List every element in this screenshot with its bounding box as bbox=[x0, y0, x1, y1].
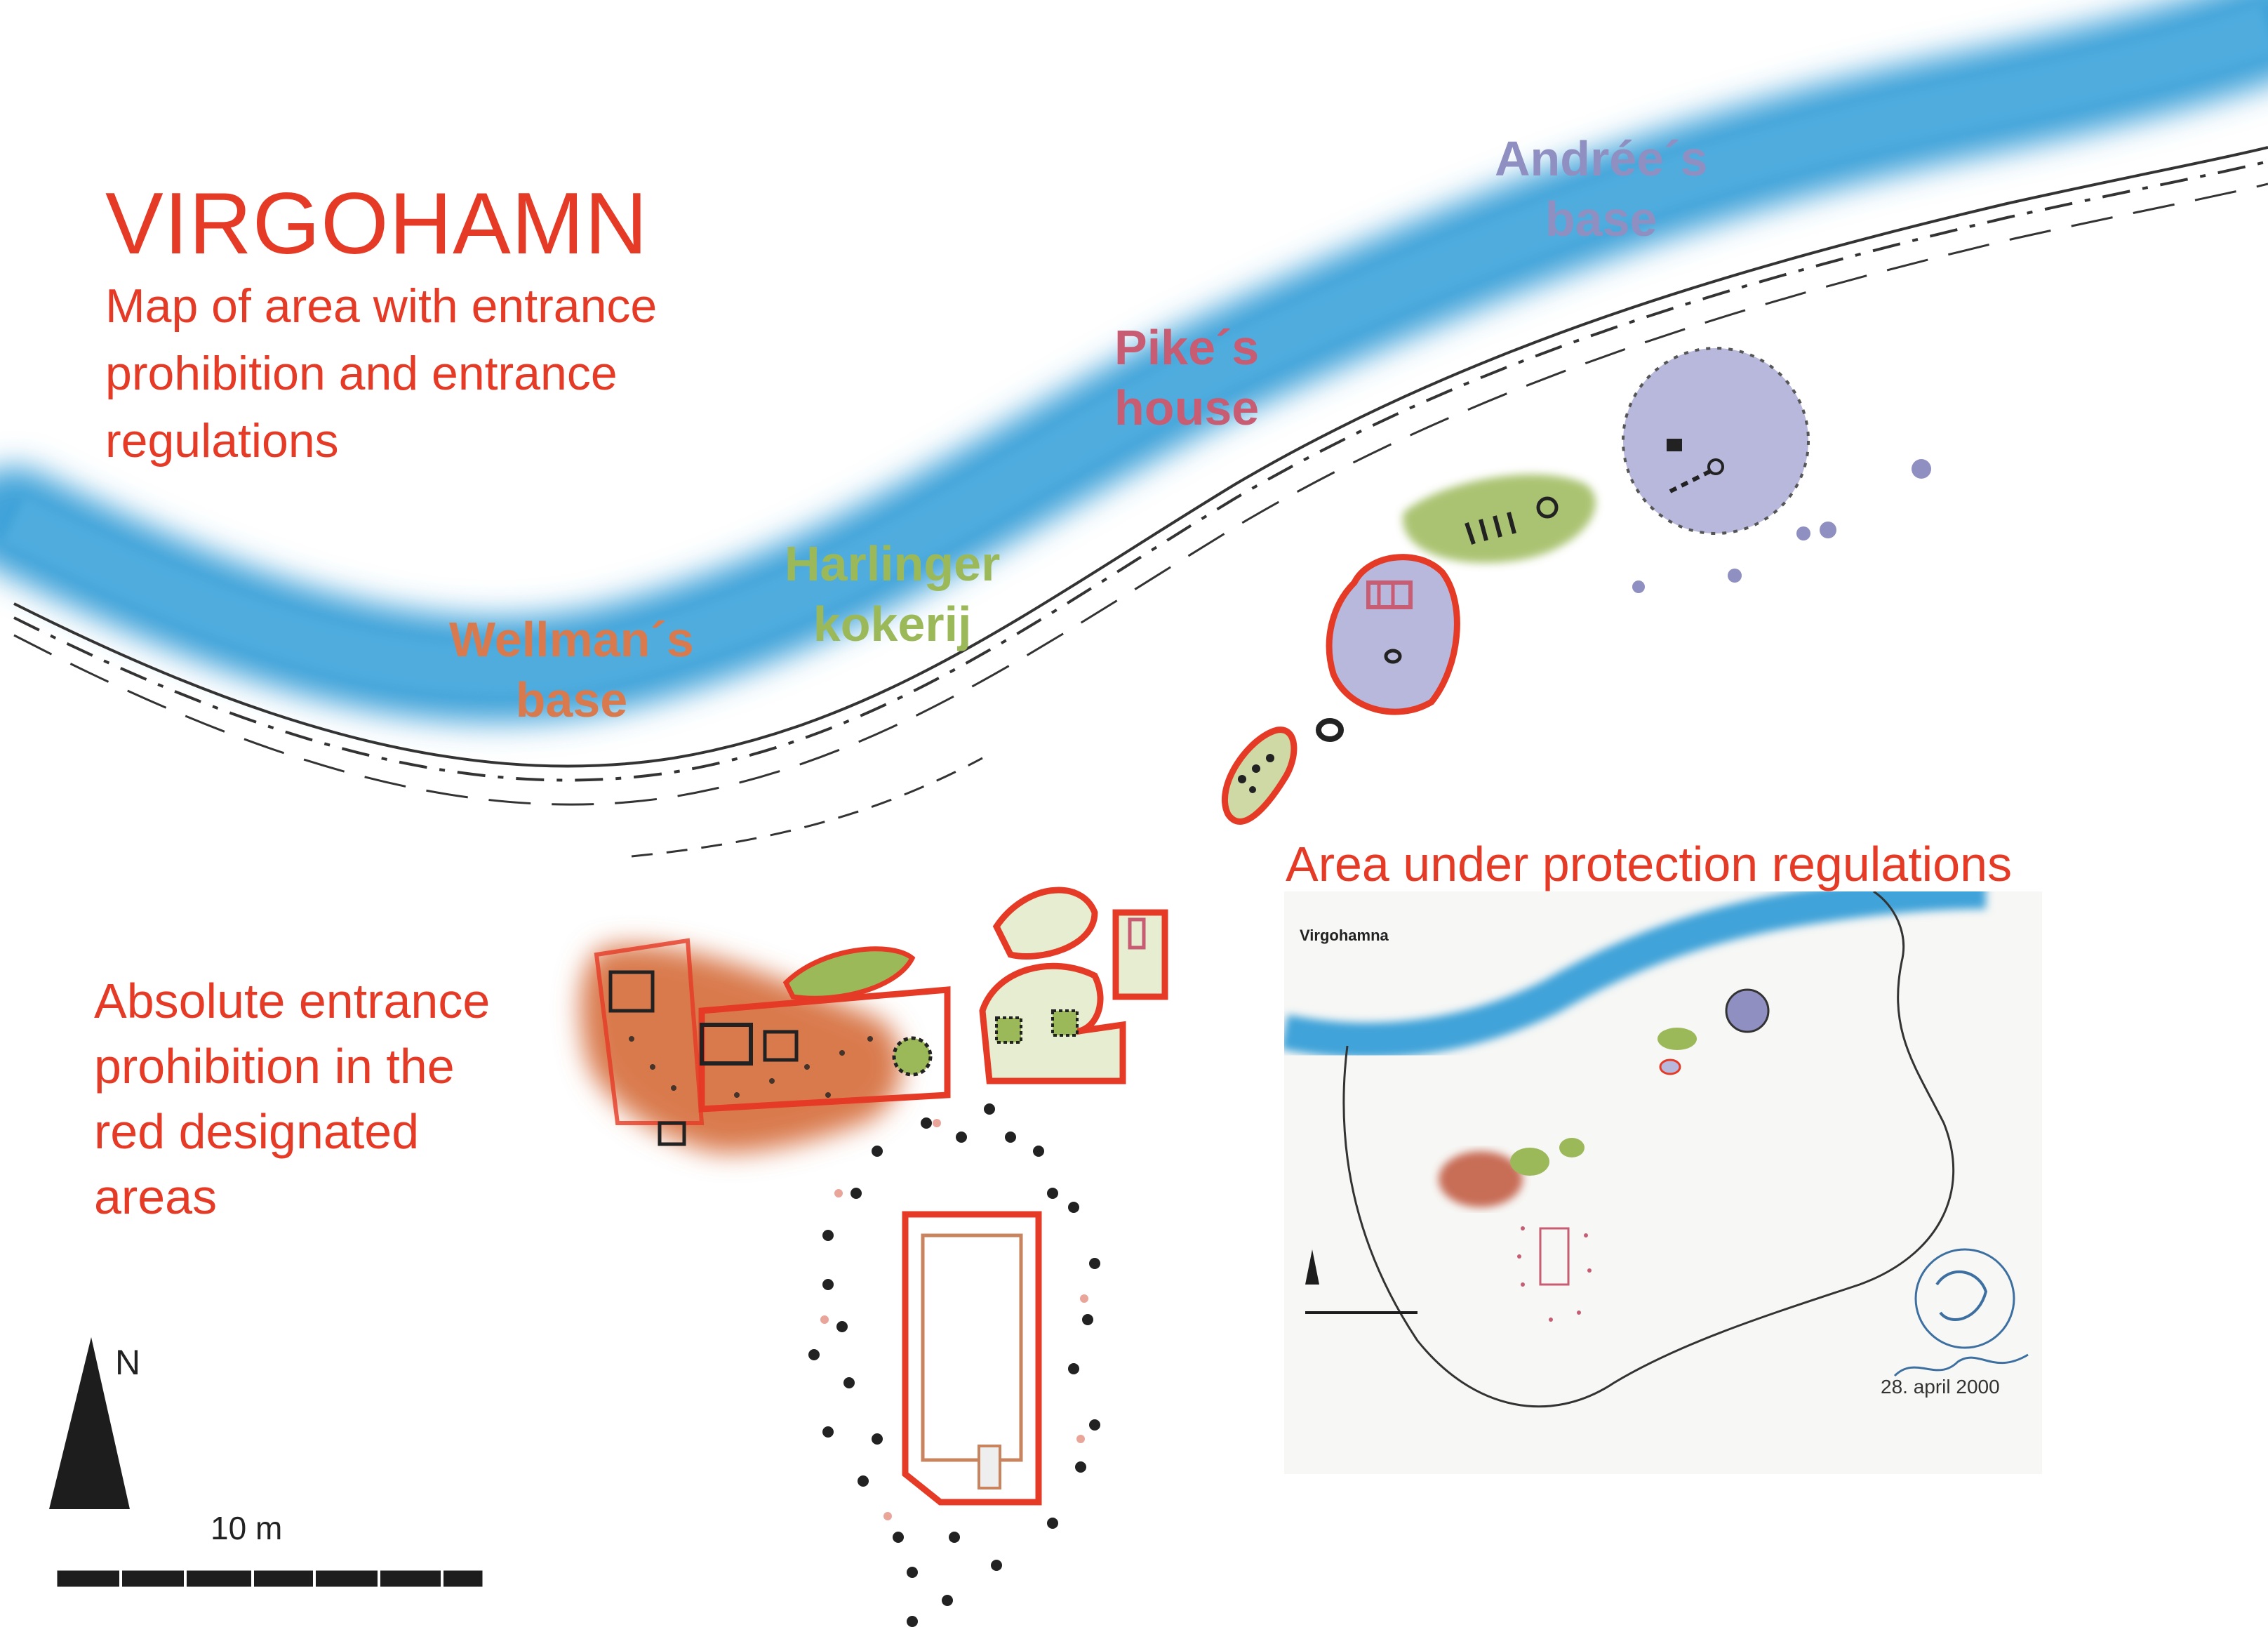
perimeter-dots bbox=[808, 1103, 1100, 1627]
scale-bar bbox=[57, 1570, 483, 1588]
inset-title: Virgohamna bbox=[1300, 927, 1389, 944]
shoreline bbox=[13, 146, 2268, 858]
inset-stamp-date: 28. april 2000 bbox=[1881, 1376, 2000, 1398]
north-arrow bbox=[49, 1337, 130, 1509]
absolute-prohibition-note: Absolute entrance prohibition in the red… bbox=[94, 974, 491, 1224]
inset-protection-map: Virgohamna 28. april 2000 bbox=[1281, 874, 2042, 1474]
map-subtitle: Map of area with entrance prohibition an… bbox=[105, 279, 658, 467]
label-harlinger-kokerij: Harlinger kokerij bbox=[785, 536, 1001, 651]
label-wellman-base: Wellman´s base bbox=[449, 612, 694, 727]
harlinger-area bbox=[1403, 474, 1596, 563]
protection-area-title: Area under protection regulations bbox=[1286, 837, 2013, 891]
label-pike-house: Pike´s house bbox=[1114, 320, 1260, 435]
scale-label: 10 m bbox=[211, 1510, 283, 1546]
hangar-zone bbox=[902, 1211, 1042, 1506]
inset-map-drawing bbox=[1281, 874, 2029, 1408]
north-label: N bbox=[115, 1343, 141, 1382]
label-andree-base: Andrée´s base bbox=[1495, 131, 1708, 246]
map-title: VIRGOHAMN bbox=[105, 175, 648, 272]
andree-base-circle bbox=[1622, 347, 1810, 535]
small-prohibition-zone bbox=[1221, 726, 1298, 825]
pike-house-zone bbox=[1326, 554, 1460, 715]
